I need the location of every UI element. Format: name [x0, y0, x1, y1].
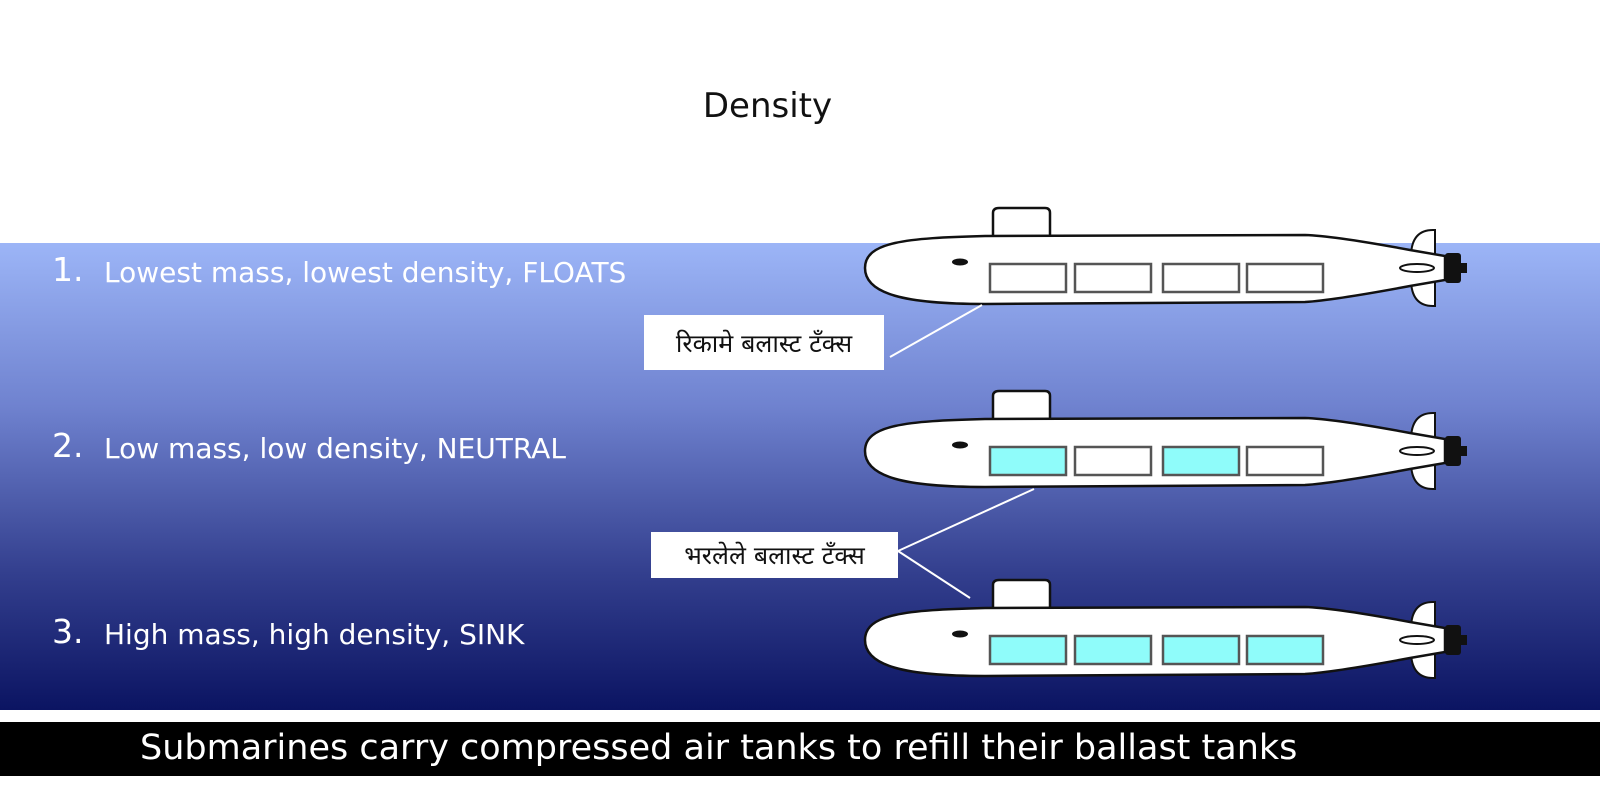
leader-line [889, 304, 983, 358]
item-text: Lowest mass, lowest density, FLOATS [104, 256, 627, 289]
empty-tanks-label: रिकामे बलास्ट टँक्स [644, 315, 884, 370]
ballast-tanks [988, 445, 1325, 477]
caption-text: Submarines carry compressed air tanks to… [140, 728, 1298, 768]
diagram-title: Density [702, 86, 833, 126]
ballast-tank [1161, 634, 1241, 666]
submarine-1 [863, 206, 1469, 308]
item-number: 2. [52, 426, 84, 465]
ballast-tanks [988, 262, 1325, 294]
caption-bar: Submarines carry compressed air tanks to… [0, 722, 1600, 776]
item-number: 3. [52, 612, 84, 651]
item-number: 1. [52, 250, 84, 289]
ballast-tank [988, 634, 1068, 666]
item-text: High mass, high density, SINK [104, 618, 525, 651]
ballast-tank [1161, 262, 1241, 294]
ballast-tank [1073, 634, 1153, 666]
leader-line [897, 550, 971, 599]
leader-line [897, 488, 1035, 552]
ballast-tank [988, 262, 1068, 294]
ballast-tank [1073, 262, 1153, 294]
submarine-3 [863, 578, 1469, 680]
item-text: Low mass, low density, NEUTRAL [104, 432, 566, 465]
submarine-2 [863, 389, 1469, 491]
ballast-tank [1245, 634, 1325, 666]
ballast-tank [1245, 445, 1325, 477]
filled-tanks-label: भरलेले बलास्ट टँक्स [651, 532, 898, 578]
ballast-tanks [988, 634, 1325, 666]
ballast-tank [1245, 262, 1325, 294]
ballast-tank [1161, 445, 1241, 477]
ballast-tank [1073, 445, 1153, 477]
ballast-tank [988, 445, 1068, 477]
